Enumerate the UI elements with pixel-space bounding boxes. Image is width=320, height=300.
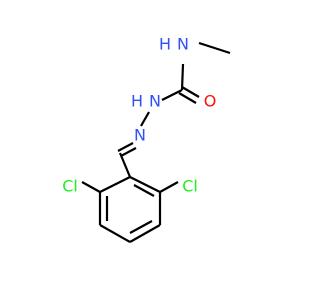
atom-cl-right: Cl	[182, 177, 198, 196]
bond-imine-a	[117, 142, 134, 152]
molecule-canvas: H N O H N N Cl Cl	[62, 34, 231, 243]
ring-bond-3	[129, 224, 161, 243]
structure-diagram: H N O H N N Cl Cl	[62, 35, 231, 243]
atom-n-hydrazide: N	[149, 92, 161, 111]
atom-labels: H N O H N N Cl Cl	[62, 35, 216, 196]
bond-methyl-amide-n	[198, 41, 231, 55]
atom-o-carbonyl: O	[204, 92, 217, 111]
ring-bond-6	[99, 176, 131, 193]
atom-n-amide-h: H	[159, 35, 171, 54]
bond-ring-cl-right	[159, 181, 179, 193]
bond-carbonyl-o-b	[178, 92, 197, 104]
bond-carbonyl-hydrazide-n	[161, 89, 183, 101]
carbon-bonds	[81, 41, 231, 243]
bond-carbonyl-amide-n	[180, 63, 185, 91]
atom-n-amide: N	[177, 35, 189, 54]
ring-inner-1	[133, 184, 155, 197]
bond-n-n	[140, 111, 150, 127]
bond-imine-b	[120, 147, 137, 157]
atom-n-imine: N	[134, 126, 146, 145]
ring-inner-2	[129, 220, 153, 234]
atom-n-hydrazide-h: H	[131, 92, 143, 111]
ring-bond-4	[99, 224, 131, 243]
bond-ring-cl-left	[81, 181, 101, 193]
ring-bond-1	[129, 176, 161, 193]
atom-cl-left: Cl	[62, 177, 78, 196]
bond-ch-ring	[118, 152, 132, 178]
bond-carbonyl-o-a	[181, 86, 200, 98]
